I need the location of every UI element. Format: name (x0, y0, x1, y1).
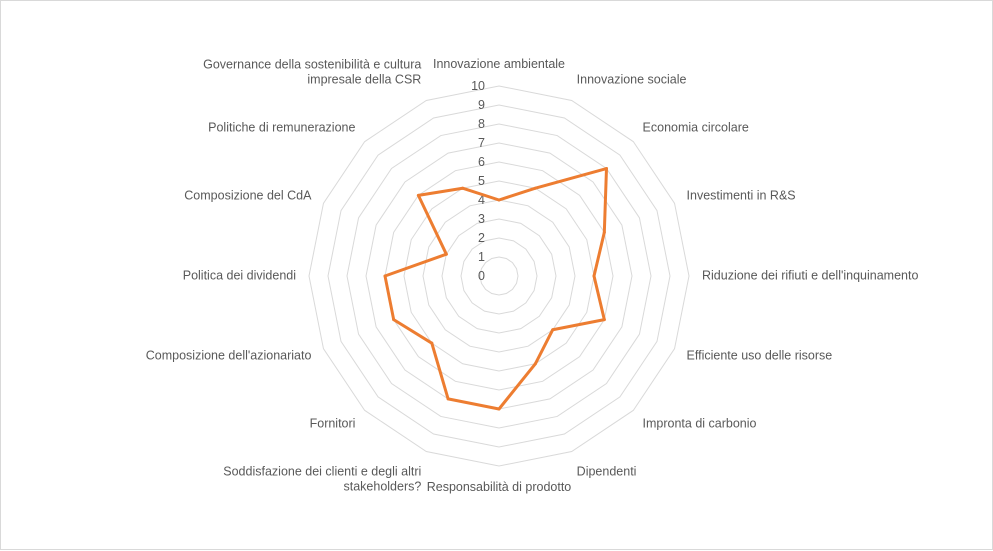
grid-ring-6 (384, 161, 614, 391)
category-label: Politica dei dividendi (183, 269, 296, 283)
category-label: Dipendenti (577, 465, 637, 479)
category-label: Innovazione sociale (577, 72, 687, 86)
tick-label: 0 (478, 269, 485, 283)
grid-ring-7 (365, 142, 633, 410)
series (383, 167, 608, 411)
data-point-9 (446, 397, 450, 401)
tick-label: 2 (478, 231, 485, 245)
tick-label: 8 (478, 117, 485, 131)
tick-label: 6 (478, 155, 485, 169)
grid-ring-1 (479, 256, 519, 296)
tick-label: 10 (471, 79, 485, 93)
grid-ring-8 (346, 123, 652, 429)
radial-axis-ticks: 0 1 2 3 4 5 6 7 8 9 10 (471, 79, 485, 283)
grid-ring-4 (422, 199, 576, 353)
data-point-8 (497, 407, 501, 411)
data-point-4 (592, 274, 596, 278)
tick-label: 5 (478, 174, 485, 188)
grid-ring-2 (460, 237, 538, 315)
data-point-5 (602, 318, 606, 322)
data-point-10 (430, 341, 434, 345)
data-point-2 (604, 167, 608, 171)
grid-ring-10 (308, 85, 690, 467)
tick-label: 3 (478, 212, 485, 226)
category-label: Composizione dell'azionariato (146, 348, 312, 362)
category-label: Composizione del CdA (184, 189, 312, 203)
category-label: Efficiente uso delle risorse (687, 348, 833, 362)
tick-label: 4 (478, 193, 485, 207)
category-label: Innovazione ambientale (433, 57, 565, 71)
data-point-13 (444, 252, 448, 256)
data-point-15 (461, 186, 465, 190)
data-point-14 (416, 193, 420, 197)
tick-label: 9 (478, 98, 485, 112)
category-label: Investimenti in R&S (687, 189, 796, 203)
data-point-12 (383, 274, 387, 278)
data-point-7 (533, 362, 537, 366)
category-label: Politiche di remunerazione (208, 121, 355, 135)
category-label: Fornitori (310, 416, 356, 430)
data-point-11 (392, 318, 396, 322)
tick-label: 7 (478, 136, 485, 150)
category-label: Governance della sostenibilità e cultura… (203, 57, 421, 86)
grid-ring-9 (327, 104, 671, 448)
tick-label: 1 (478, 250, 485, 264)
category-label: Economia circolare (643, 121, 749, 135)
data-point-0 (497, 198, 501, 202)
grid-ring-5 (403, 180, 595, 372)
grid-ring-3 (441, 218, 557, 334)
data-point-3 (602, 230, 606, 234)
data-point-6 (551, 328, 555, 332)
category-label: Responsabilità di prodotto (427, 480, 572, 494)
category-label: Riduzione dei rifiuti e dell'inquinament… (702, 269, 918, 283)
category-label: Impronta di carbonio (643, 416, 757, 430)
data-point-1 (533, 186, 537, 190)
series-line (383, 167, 608, 411)
